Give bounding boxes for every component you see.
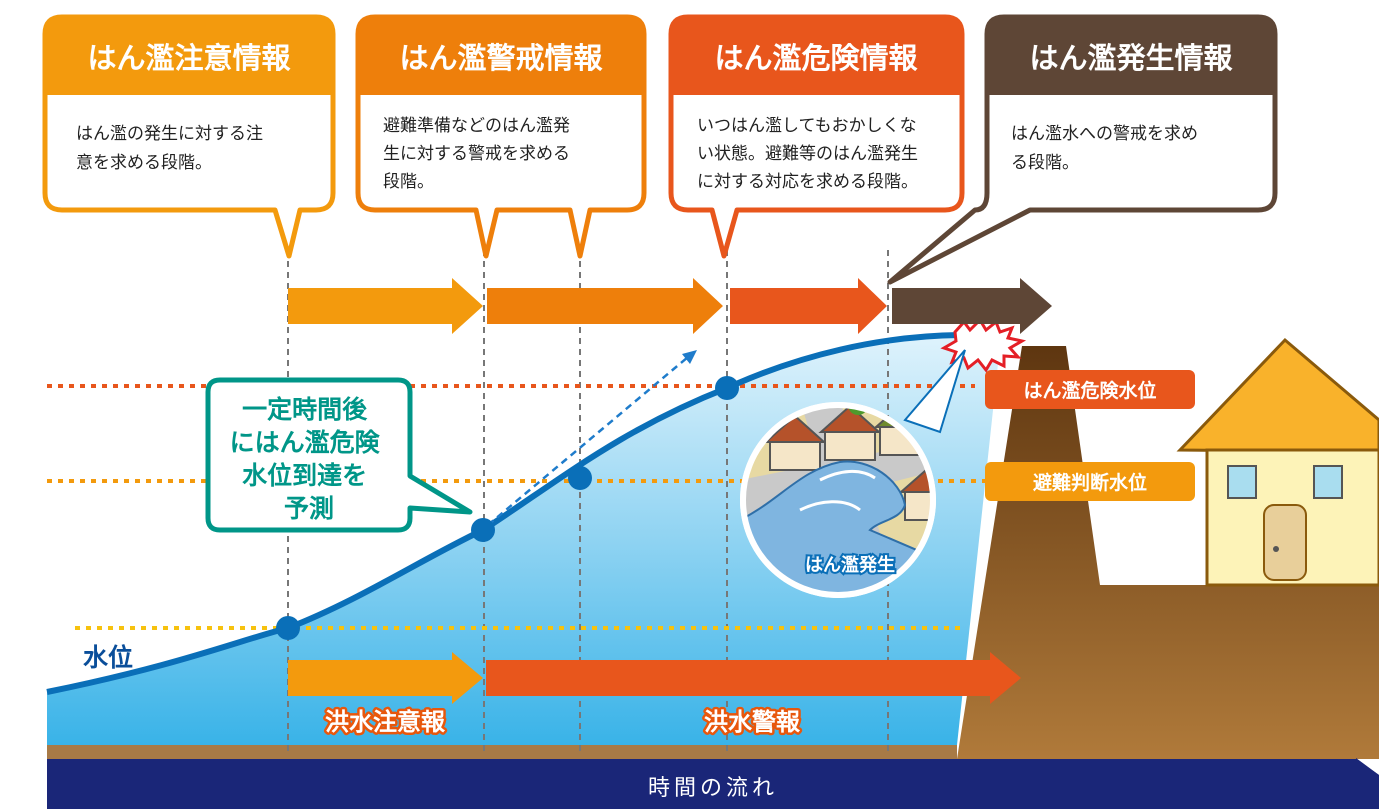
stage-flood-desc: はん濫水への警戒を求め る段階。 — [1011, 124, 1203, 173]
prediction-line-3: 水位到達を — [242, 461, 367, 490]
prediction-text: 一定時間後 にはん濫危険 水位到達を 予測 — [230, 395, 389, 523]
danger-level-badge: はん濫危険水位 — [985, 370, 1195, 409]
stage-box-warning: はん濫警戒情報 避難準備などのはん濫発 生に対する警戒を求める 段階。 — [355, 14, 647, 259]
forecast-arrow-warning — [486, 652, 1021, 704]
prediction-line-1: 一定時間後 — [242, 395, 368, 424]
stage-flood-title: はん濫発生情報 — [1029, 41, 1233, 75]
point-caution — [276, 616, 300, 640]
point-evacuation — [568, 466, 592, 490]
stage-arrow-flood — [892, 278, 1052, 334]
water-area — [47, 335, 1000, 745]
timeline-label: 時間の流れ — [648, 776, 778, 801]
evacuation-level-badge: 避難判断水位 — [985, 462, 1195, 501]
stage-danger-title: はん濫危険情報 — [714, 41, 918, 75]
prediction-arrow-head — [682, 350, 697, 364]
house-window-left — [1227, 465, 1257, 499]
prediction-line-4: 予測 — [284, 494, 334, 523]
illustration-flood-water — [743, 460, 933, 595]
flood-label: はん濫発生 — [805, 554, 895, 576]
prediction-callout: 一定時間後 にはん濫危険 水位到達を 予測 — [205, 377, 473, 533]
stage-warning-desc: 避難準備などのはん濫発 生に対する警戒を求める 段階。 — [383, 116, 575, 192]
stage-box-flood: はん濫発生情報 はん濫水への警戒を求め る段階。 — [887, 14, 1278, 285]
stage-arrow-danger — [730, 278, 887, 334]
prediction-line-2: にはん濫危険 — [230, 428, 381, 457]
stage-danger-desc: いつはん濫してもおかしくな い状態。避難等のはん濫発生 に対する対応を求める段階… — [697, 116, 923, 192]
stage-caution-title: はん濫注意情報 — [87, 41, 291, 75]
house-window-right — [1313, 465, 1343, 499]
stage-box-caution: はん濫注意情報 はん濫の発生に対する注 意を求める段階。 — [42, 14, 336, 259]
stage-arrow-caution — [288, 278, 483, 334]
forecast-caution-label: 洪水注意報 — [325, 708, 446, 736]
stage-box-danger: はん濫危険情報 いつはん濫してもおかしくな い状態。避難等のはん濫発生 に対する… — [668, 14, 965, 259]
prediction-arrow-line — [487, 356, 689, 526]
ground-strip — [47, 745, 957, 759]
house-door — [1263, 504, 1307, 581]
stage-caution-desc: はん濫の発生に対する注 意を求める段階。 — [76, 124, 268, 173]
timeline-bar: 時間の流れ — [47, 758, 1379, 809]
house — [1176, 337, 1379, 587]
levee — [957, 346, 1379, 759]
evacuation-level-label: 避難判断水位 — [1033, 471, 1147, 494]
flood-illustration: はん濫発生 — [740, 349, 966, 598]
forecast-arrow-caution — [288, 652, 483, 704]
water-level-label: 水位 — [83, 643, 133, 672]
stage-arrow-warning — [487, 278, 723, 334]
point-danger — [715, 376, 739, 400]
danger-level-label: はん濫危険水位 — [1023, 379, 1156, 402]
stage-arrows — [288, 278, 1052, 334]
forecast-warning-label: 洪水警報 — [704, 708, 801, 736]
point-warning — [471, 518, 495, 542]
forecast-arrows — [288, 652, 1021, 704]
stage-warning-title: はん濫警戒情報 — [399, 41, 603, 75]
